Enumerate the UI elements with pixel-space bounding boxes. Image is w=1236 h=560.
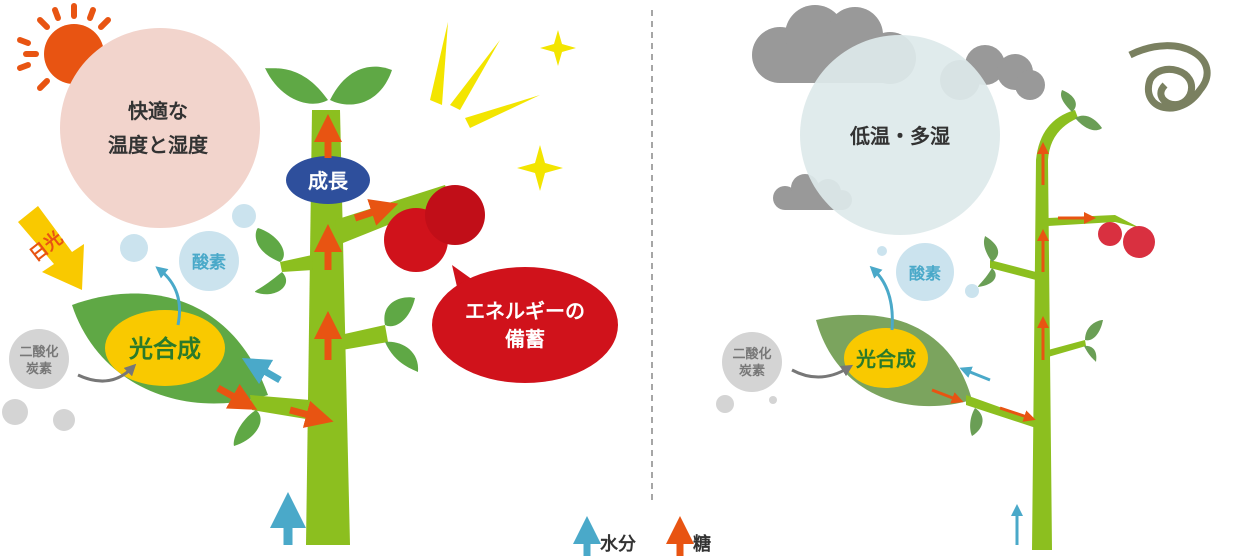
svg-text:エネルギーの: エネルギーの xyxy=(465,299,585,323)
svg-text:二酸化: 二酸化 xyxy=(19,344,58,360)
small-tomato xyxy=(1098,222,1122,246)
oxygen-bubble-cold xyxy=(896,243,954,301)
climate-bubble xyxy=(60,28,260,228)
growth-badge xyxy=(286,156,370,204)
bubbles xyxy=(120,204,256,262)
energy-speech-bubble: エネルギーの 備蓄 xyxy=(432,265,618,383)
tomato xyxy=(425,185,485,245)
growth-label: 成長 xyxy=(308,169,349,193)
svg-text:二酸化: 二酸化 xyxy=(732,346,771,362)
climate-bubble-cold xyxy=(800,35,1000,235)
svg-text:備蓄: 備蓄 xyxy=(505,327,545,351)
photosynthesis-label-cold: 光合成 xyxy=(855,347,916,371)
sunlight-arrow: 日光 xyxy=(18,206,84,290)
oxygen-bubble xyxy=(179,231,239,291)
climate-label: 低温・多湿 xyxy=(849,124,950,148)
photosynthesis-label: 光合成 xyxy=(128,335,201,363)
small-leaves-cold xyxy=(970,90,1103,436)
legend: 水分 糖 xyxy=(573,516,711,556)
oxygen-label-cold: 酸素 xyxy=(909,264,941,283)
small-leaves xyxy=(233,66,419,446)
climate-label-1: 快適な xyxy=(128,99,188,123)
sparkle-icon xyxy=(430,22,576,191)
svg-text:炭素: 炭素 xyxy=(26,361,52,377)
weak-sugar-arrows xyxy=(931,142,1096,422)
co2-bubble-cold: 二酸化 炭素 xyxy=(716,332,782,413)
small-tomato xyxy=(1123,226,1155,258)
sugar-arrows xyxy=(216,114,399,428)
weak-stem xyxy=(966,110,1140,550)
oxygen-label: 酸素 xyxy=(192,252,226,273)
legend-sugar: 糖 xyxy=(693,533,711,555)
svg-text:炭素: 炭素 xyxy=(739,363,765,379)
photosynthesis-badge-cold xyxy=(844,328,928,388)
climate-label-2: 温度と湿度 xyxy=(108,133,209,157)
legend-water: 水分 xyxy=(600,533,636,555)
wind-icon xyxy=(1128,42,1211,112)
co2-bubble: 二酸化 炭素 xyxy=(2,329,75,431)
